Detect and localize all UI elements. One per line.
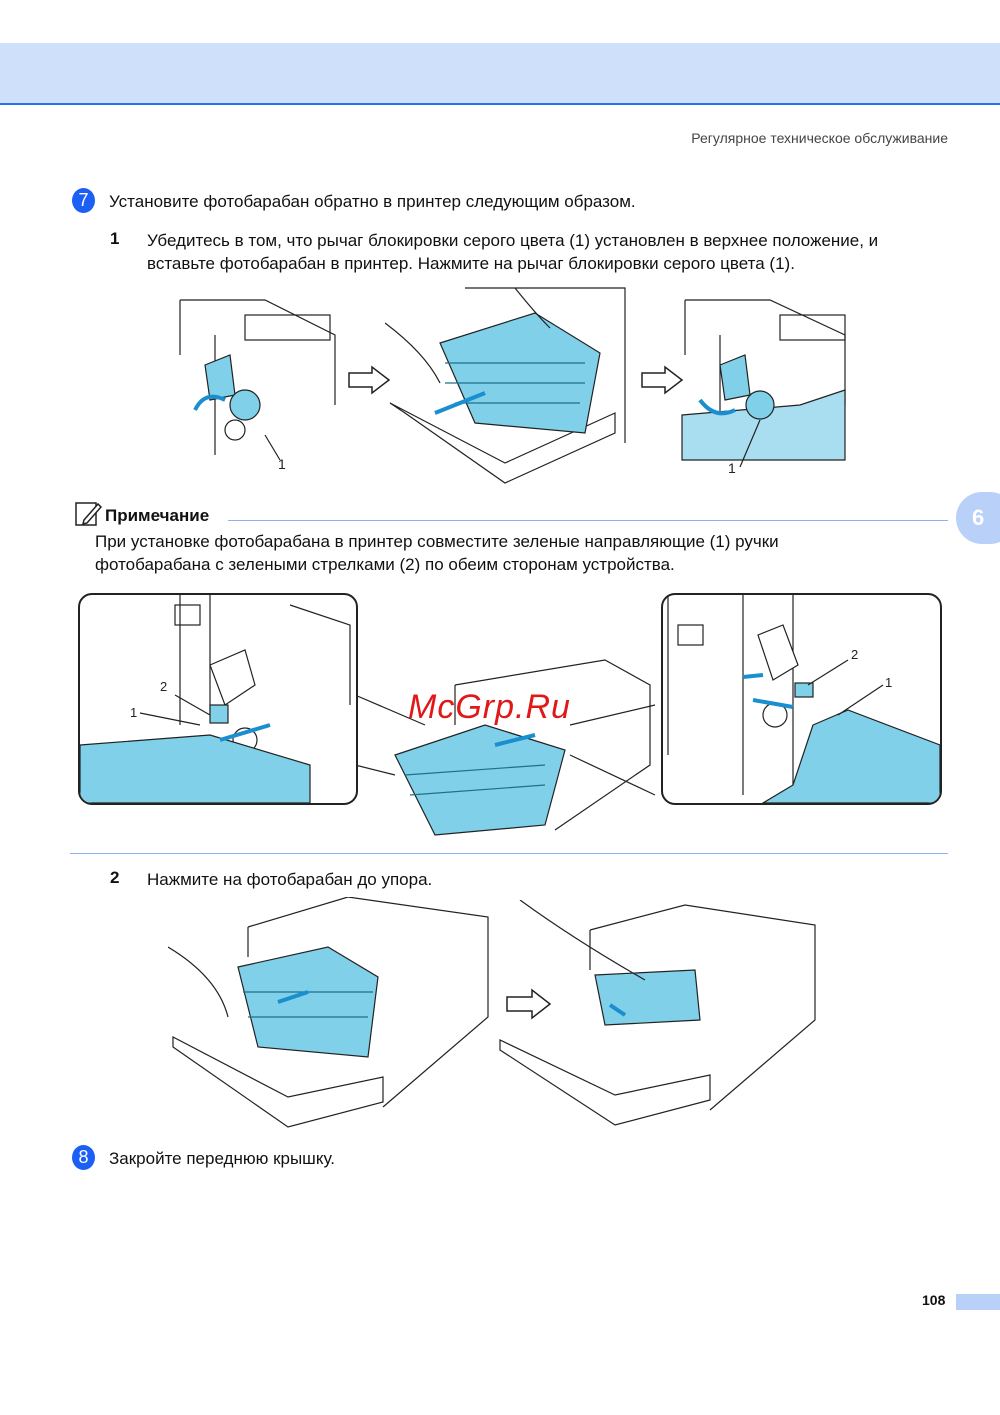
substep-2-number: 2 xyxy=(110,868,120,887)
illustration-lever-up: 1 xyxy=(175,295,340,475)
note-line-2: фотобарабана с зелеными стрелками (2) по… xyxy=(95,555,675,574)
running-title: Регулярное техническое обслуживание xyxy=(691,130,948,146)
substep-1-number: 1 xyxy=(110,229,120,248)
illustration-push-drum xyxy=(168,897,493,1132)
note-line-1: При установке фотобарабана в принтер сов… xyxy=(95,532,779,551)
callout-2: 2 xyxy=(160,679,167,694)
substep-1-line-2: вставьте фотобарабан в принтер. Нажмите … xyxy=(147,254,795,273)
substep-2-text: Нажмите на фотобарабан до упора. xyxy=(147,870,433,889)
page-number-bar xyxy=(956,1294,1000,1310)
note-title: Примечание xyxy=(105,506,210,525)
callout-2: 2 xyxy=(851,647,858,662)
arrow-right-icon xyxy=(347,365,392,395)
step-8-badge: 8 xyxy=(72,1145,95,1170)
illustration-drum-pushed xyxy=(495,900,817,1130)
illustration-printer-overview xyxy=(355,655,660,840)
illustration-lever-down: 1 xyxy=(680,295,850,480)
watermark: McGrp.Ru xyxy=(408,688,571,726)
note-rule xyxy=(228,520,948,521)
step-7-badge: 7 xyxy=(72,188,95,213)
step-7-text: Установите фотобарабан обратно в принтер… xyxy=(109,192,636,211)
chapter-tab: 6 xyxy=(956,492,1000,544)
page-number: 108 xyxy=(922,1292,946,1308)
header-band xyxy=(0,43,1000,105)
callout-1: 1 xyxy=(728,460,736,476)
illustration-insert-drum xyxy=(385,283,630,488)
substep-1-line-1: Убедитесь в том, что рычаг блокировки се… xyxy=(147,231,879,250)
detail-left-frame: 2 1 xyxy=(78,593,358,805)
callout-1: 1 xyxy=(278,456,286,472)
arrow-right-icon xyxy=(640,365,685,395)
arrow-right-icon xyxy=(505,988,553,1020)
note-pencil-icon xyxy=(74,500,102,528)
detail-right-frame: 2 1 xyxy=(661,593,942,805)
callout-1: 1 xyxy=(885,675,892,690)
callout-1: 1 xyxy=(130,705,137,720)
section-rule xyxy=(70,853,948,854)
step-8-text: Закройте переднюю крышку. xyxy=(109,1149,335,1168)
